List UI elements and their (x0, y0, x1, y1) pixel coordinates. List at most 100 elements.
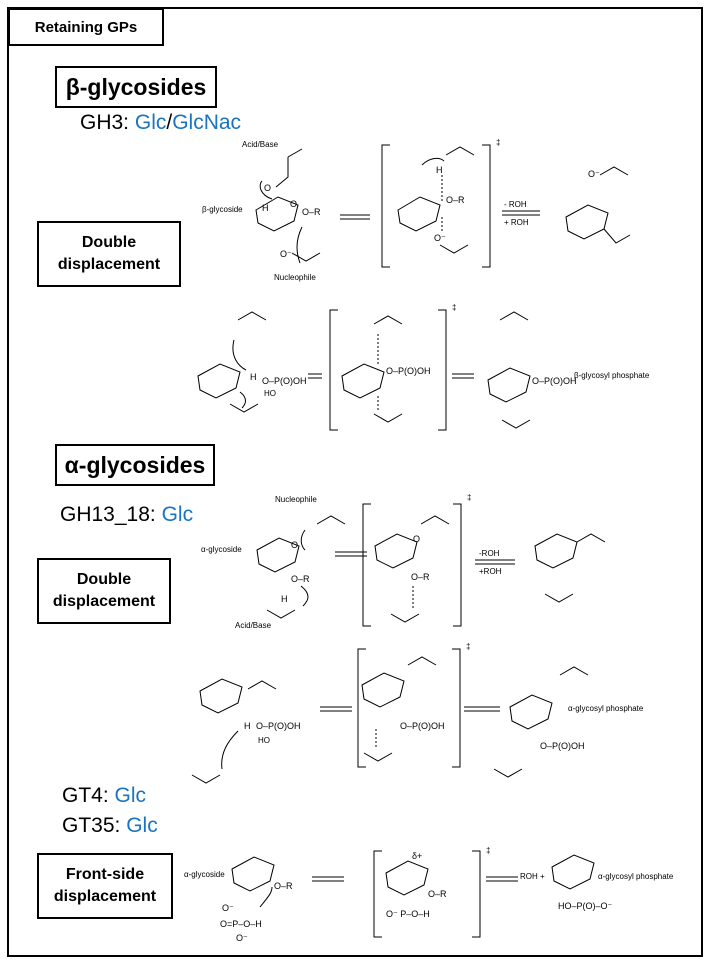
dagger-symbol-2: ‡ (452, 303, 456, 312)
bracket-left (381, 144, 390, 268)
alpha-glycosides-heading: α-glycosides (55, 444, 215, 486)
svg-text:O–R: O–R (428, 889, 447, 899)
svg-text:O⁻: O⁻ (588, 169, 600, 179)
svg-text:δ+: δ+ (412, 851, 422, 861)
svg-text:O⁻: O⁻ (222, 903, 234, 913)
gt35-prefix: GT35: (62, 814, 127, 837)
svg-text:O⁻ P–O–H: O⁻ P–O–H (386, 909, 430, 919)
acid-carboxyl (275, 157, 289, 188)
svg-text:O=P–O–H: O=P–O–H (220, 919, 262, 929)
gt-product-ring (551, 854, 595, 890)
svg-text:HO: HO (258, 736, 270, 745)
svg-text:O–R: O–R (446, 195, 465, 205)
svg-text:O–R: O–R (291, 574, 310, 584)
svg-text:O: O (413, 534, 420, 544)
acid-base-label: Acid/Base (242, 140, 279, 149)
alpha-mechanism-box: Double displacement (37, 558, 171, 624)
glycosidic-oxygen: O–R (302, 207, 321, 217)
gt35-family-label: GT35: Glc (62, 814, 158, 838)
beta-glycosides-heading: β-glycosides (55, 66, 217, 108)
beta-product-ring (565, 204, 609, 240)
beta-phosphorolysis-scheme: H O–P(O)OH HO ‡ O–P(O)OH O–P(O)OH β-glyc… (197, 303, 650, 431)
nucleophile-label: Nucleophile (274, 273, 316, 282)
ts-ring (397, 196, 441, 232)
dagger-symbol: ‡ (496, 138, 500, 147)
gt4-prefix: GT4: (62, 784, 115, 807)
acid-hydrogen: H (262, 203, 269, 213)
gt35-sugar: Glc (126, 814, 158, 837)
svg-text:O⁻: O⁻ (434, 233, 446, 243)
bracket-right (482, 144, 491, 268)
svg-text:O–P(O)OH: O–P(O)OH (262, 376, 307, 386)
svg-text:O–P(O)OH: O–P(O)OH (540, 741, 585, 751)
svg-text:O–P(O)OH: O–P(O)OH (532, 376, 577, 386)
beta-mechanism-box: Double displacement (37, 221, 181, 287)
alpha-heading-text: α-glycosides (64, 451, 206, 478)
svg-text:O: O (291, 540, 298, 550)
front-side-mechanism-box: Front-side displacement (37, 853, 173, 919)
beta-family-label: GH3: Glc/GlcNac (80, 111, 241, 135)
curved-arrow (259, 180, 273, 200)
alpha-mechanism-line-1: Double (76, 571, 132, 588)
alpha-family-label: GH13_18: Glc (60, 503, 193, 527)
alpha-glycoside-label: α-glycoside (201, 545, 242, 554)
svg-text:O⁻: O⁻ (236, 933, 248, 943)
alpha-glycoside-ring (256, 537, 300, 573)
nucleophile-oxygen: O⁻ (280, 249, 292, 259)
svg-text:O–P(O)OH: O–P(O)OH (386, 366, 431, 376)
svg-text:H: H (244, 721, 251, 731)
arrow-label-top-2: -ROH (479, 549, 500, 558)
svg-text:O–R: O–R (274, 881, 293, 891)
panel-title-text: Retaining GPs (34, 18, 138, 36)
front-side-mechanism-line-2: displacement (53, 888, 157, 905)
svg-text:O–P(O)OH: O–P(O)OH (400, 721, 445, 731)
alpha-mechanism-line-2: displacement (52, 593, 156, 610)
beta-glycoside-ring (255, 196, 299, 232)
gt4-family-label: GT4: Glc (62, 784, 146, 808)
arrow-label-bottom-2: +ROH (479, 567, 502, 576)
alpha-family-sugar: Glc (161, 503, 194, 526)
ring-oxygen: O (290, 199, 297, 209)
gt4-sugar: Glc (114, 784, 147, 807)
dagger-symbol-3: ‡ (467, 493, 471, 502)
beta-glycosyl-phosphate-ring (487, 367, 531, 403)
acid-base-label-2: Acid/Base (235, 621, 272, 630)
arrow-label-top: - ROH (504, 200, 527, 209)
outer-frame (7, 7, 703, 957)
curved-arrow (296, 226, 303, 264)
panel-title: Retaining GPs (8, 8, 164, 46)
beta-family-separator: / (166, 111, 173, 134)
alpha-family-prefix: GH13_18: (60, 503, 162, 526)
nucleophile-label-2: Nucleophile (275, 495, 317, 504)
beta-family-sugar-2: GlcNac (172, 111, 242, 134)
svg-text:HO: HO (264, 389, 276, 398)
front-side-displacement-scheme: α-glycoside O–R O⁻ O=P–O–H O⁻ ‡ δ+ O–R O… (184, 846, 674, 943)
alpha-glycosyl-phosphate-ring (509, 694, 553, 730)
svg-text:HO–P(O)–O⁻: HO–P(O)–O⁻ (558, 901, 613, 911)
alpha-product-ring (534, 533, 578, 569)
beta-double-displacement-scheme: Acid/Base O H β-glycoside O O–R O⁻ Nucle… (202, 138, 631, 282)
acid-oxygen: O (264, 183, 271, 193)
dagger-symbol-5: ‡ (486, 846, 490, 855)
beta-glycoside-label: β-glycoside (202, 205, 243, 214)
beta-heading-text: β-glycosides (65, 73, 207, 100)
beta-family-prefix: GH3: (80, 111, 135, 134)
svg-text:H: H (281, 594, 288, 604)
alpha-glycoside-label-2: α-glycoside (184, 870, 225, 879)
arrow-label-bottom: + ROH (504, 218, 529, 227)
beta-glycosyl-phosphate-label: β-glycosyl phosphate (574, 371, 650, 380)
roh-label: ROH + (520, 872, 545, 881)
beta-glycoside-ring-2 (197, 363, 241, 399)
alpha-double-displacement-scheme: Nucleophile α-glycoside O O–R H Acid/Bas… (201, 493, 606, 630)
svg-text:H: H (436, 165, 443, 175)
svg-text:O–P(O)OH: O–P(O)OH (256, 721, 301, 731)
dagger-symbol-4: ‡ (466, 642, 470, 651)
svg-text:H: H (250, 372, 257, 382)
alpha-glycosyl-phosphate-label-2: α-glycosyl phosphate (598, 872, 674, 881)
beta-family-sugar-1: Glc (134, 111, 167, 134)
alpha-phosphorolysis-scheme: H O–P(O)OH HO ‡ O–P(O)OH α-glycosyl phos… (191, 642, 644, 784)
beta-mechanism-line-1: Double (81, 234, 137, 251)
beta-mechanism-line-2: displacement (57, 256, 161, 273)
svg-text:O–R: O–R (411, 572, 430, 582)
front-side-mechanism-line-1: Front-side (65, 866, 145, 883)
